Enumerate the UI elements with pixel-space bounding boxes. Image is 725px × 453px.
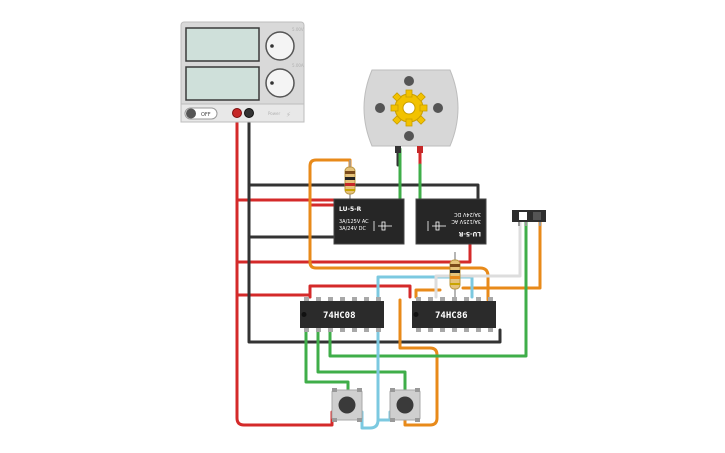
voltage-knob-label: 5.00V	[292, 27, 304, 32]
dc-motor[interactable]	[363, 69, 459, 153]
wire-orange-4[interactable]	[414, 288, 442, 299]
wire-red-4[interactable]	[235, 293, 334, 427]
voltage-display	[185, 27, 260, 62]
lightning-icon: ⚡	[286, 111, 291, 119]
relay-2-symbol	[427, 221, 446, 231]
voltage-knob[interactable]	[265, 31, 295, 61]
wire-black-3[interactable]	[247, 235, 502, 344]
push-button-1[interactable]	[331, 388, 363, 422]
wires	[235, 111, 542, 430]
relay-2-rating-dc: 3A/24V DC	[453, 211, 481, 217]
positive-terminal[interactable]	[232, 108, 242, 118]
relay-2-rating-ac: 3A/125V AC	[451, 218, 481, 224]
current-knob[interactable]	[265, 68, 295, 98]
relay-2-part: LU-5-R	[458, 230, 481, 237]
negative-terminal[interactable]	[244, 108, 254, 118]
wire-orange-3[interactable]	[398, 298, 439, 427]
wire-black-2[interactable]	[247, 183, 342, 239]
motor-terminal-positive[interactable]	[417, 146, 423, 153]
wire-orange-1[interactable]	[308, 158, 490, 302]
chip-74hc08-pins	[304, 297, 381, 332]
power-supply[interactable]: 5.00V 5.00A OFF Power ⚡	[180, 21, 305, 123]
relay-1-rating-dc: 3A/24V DC	[339, 226, 367, 232]
chip-74hc08-label: 74HC08	[323, 311, 356, 321]
motor-terminal-negative[interactable]	[395, 146, 401, 153]
resistor-1[interactable]	[344, 160, 356, 200]
wire-green-5[interactable]	[328, 220, 528, 358]
chip-74hc86-label: 74HC86	[435, 311, 468, 321]
wire-cyan-3[interactable]	[376, 410, 392, 422]
relay-2[interactable]: LU-5-R 3A/125V AC 3A/24V DC	[415, 198, 487, 245]
relay-1[interactable]: LU-5-R 3A/125V AC 3A/24V DC	[333, 198, 405, 245]
relay-1-rating-ac: 3A/125V AC	[339, 219, 369, 225]
wire-orange-2[interactable]	[461, 220, 542, 290]
wire-cyan-2[interactable]	[360, 328, 380, 430]
chip-74hc86-pins	[416, 297, 493, 332]
wire-cyan-1[interactable]	[376, 275, 474, 300]
brand-label: Power	[268, 111, 280, 116]
wire-black-1[interactable]	[247, 111, 480, 207]
power-switch[interactable]: OFF	[184, 107, 218, 120]
wire-red-5[interactable]	[308, 284, 412, 299]
relay-1-part: LU-5-R	[339, 206, 362, 213]
off-label: OFF	[201, 112, 211, 118]
wire-green-3[interactable]	[304, 328, 350, 394]
relay-1-symbol	[373, 221, 392, 231]
gear-icon	[390, 89, 428, 127]
wire-white-1[interactable]	[434, 220, 522, 299]
current-knob-label: 5.00A	[292, 63, 304, 68]
resistor-2[interactable]	[449, 252, 461, 300]
push-button-2[interactable]	[389, 388, 421, 422]
wire-red-1[interactable]	[235, 111, 342, 202]
chip-74hc86[interactable]: 74HC86	[412, 297, 496, 332]
chip-74hc08[interactable]: 74HC08	[300, 297, 384, 332]
slide-switch[interactable]	[512, 210, 546, 226]
current-display	[185, 66, 260, 101]
wire-green-4[interactable]	[316, 328, 407, 394]
